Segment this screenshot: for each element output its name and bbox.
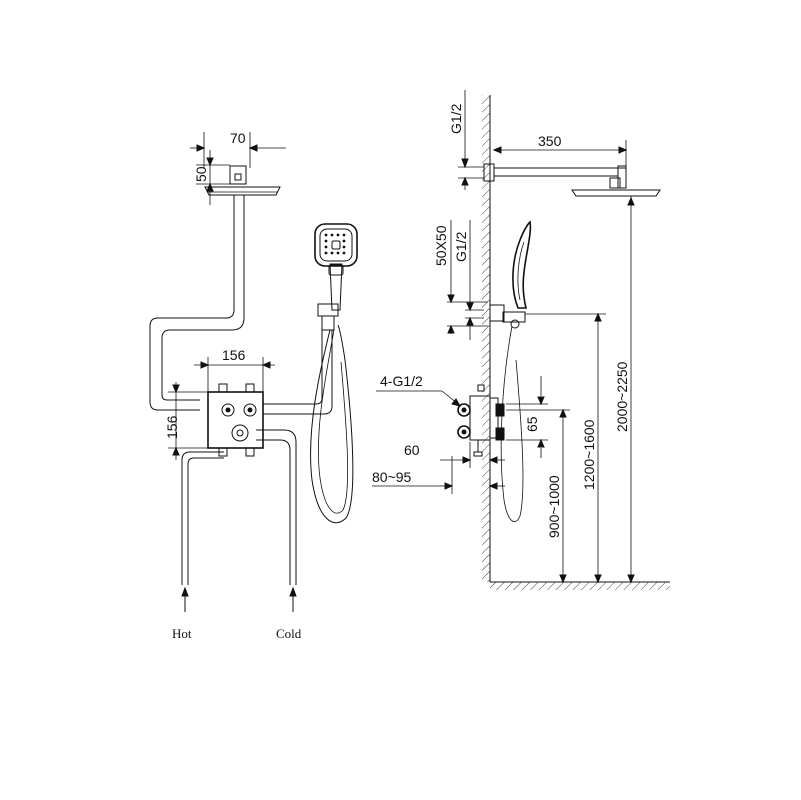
- valve-depth-dimension: 60: [404, 442, 505, 468]
- holder-height-label: 1200~1600: [581, 419, 597, 490]
- riser-pipe: [149, 195, 245, 411]
- valve-width-dimension: 156: [194, 347, 275, 392]
- hot-inlet-arrow: [181, 586, 189, 612]
- head-width-dimension: 70: [190, 130, 286, 168]
- shower-arm: [483, 163, 661, 197]
- head-height-dimension-side: 2000~2250: [614, 196, 635, 584]
- holder-size-label: 50X50: [433, 225, 449, 266]
- valve-height-dimension-side: 900~1000: [506, 408, 570, 584]
- head-height-label: 50: [193, 166, 209, 182]
- head-height-dimension: 50: [193, 150, 230, 205]
- arm-thread-dimension: G1/2: [448, 90, 484, 190]
- holder-thread-label: G1/2: [453, 231, 469, 262]
- valve-height-dimension: 156: [164, 382, 208, 460]
- holder-height-dimension: 1200~1600: [525, 312, 606, 584]
- handshower-supply-pipe: [263, 330, 333, 415]
- arm-thread-label: G1/2: [448, 103, 464, 134]
- valve-threads-label: 4-G1/2: [380, 373, 423, 389]
- valve-height-label-side: 900~1000: [546, 475, 562, 538]
- wall-depth-label: 80~95: [372, 469, 412, 485]
- hot-label: Hot: [172, 626, 192, 641]
- head-height-label-side: 2000~2250: [614, 361, 630, 432]
- mixing-valve: [207, 383, 264, 457]
- hot-supply-pipe: [181, 451, 224, 585]
- valve-height-label: 156: [164, 415, 180, 439]
- hand-shower-hose: [310, 324, 354, 524]
- cold-label: Cold: [276, 626, 302, 641]
- hand-shower-side: [489, 220, 532, 523]
- overhead-shower-head: [204, 165, 281, 196]
- front-view: 70 50 156: [149, 130, 358, 641]
- valve-threads-leader: 4-G1/2: [376, 373, 462, 407]
- arm-length-dimension: 350: [492, 133, 628, 166]
- valve-depth-label: 60: [404, 442, 420, 458]
- valve-width-label: 156: [222, 347, 246, 363]
- valve-spacing-label: 65: [524, 416, 540, 432]
- cold-inlet-arrow: [289, 586, 297, 612]
- arm-length-label: 350: [538, 133, 562, 149]
- wall: [482, 95, 670, 590]
- valve-spacing-dimension: 65: [506, 376, 548, 458]
- mixing-valve-side: [457, 384, 505, 457]
- cold-supply-pipe: [256, 429, 297, 585]
- holder-dimensions: 50X50 G1/2: [433, 220, 488, 340]
- wall-depth-dimension: 80~95: [372, 456, 505, 494]
- head-width-label: 70: [230, 130, 246, 146]
- side-view: G1/2 350: [372, 90, 670, 590]
- hand-shower: [314, 223, 358, 331]
